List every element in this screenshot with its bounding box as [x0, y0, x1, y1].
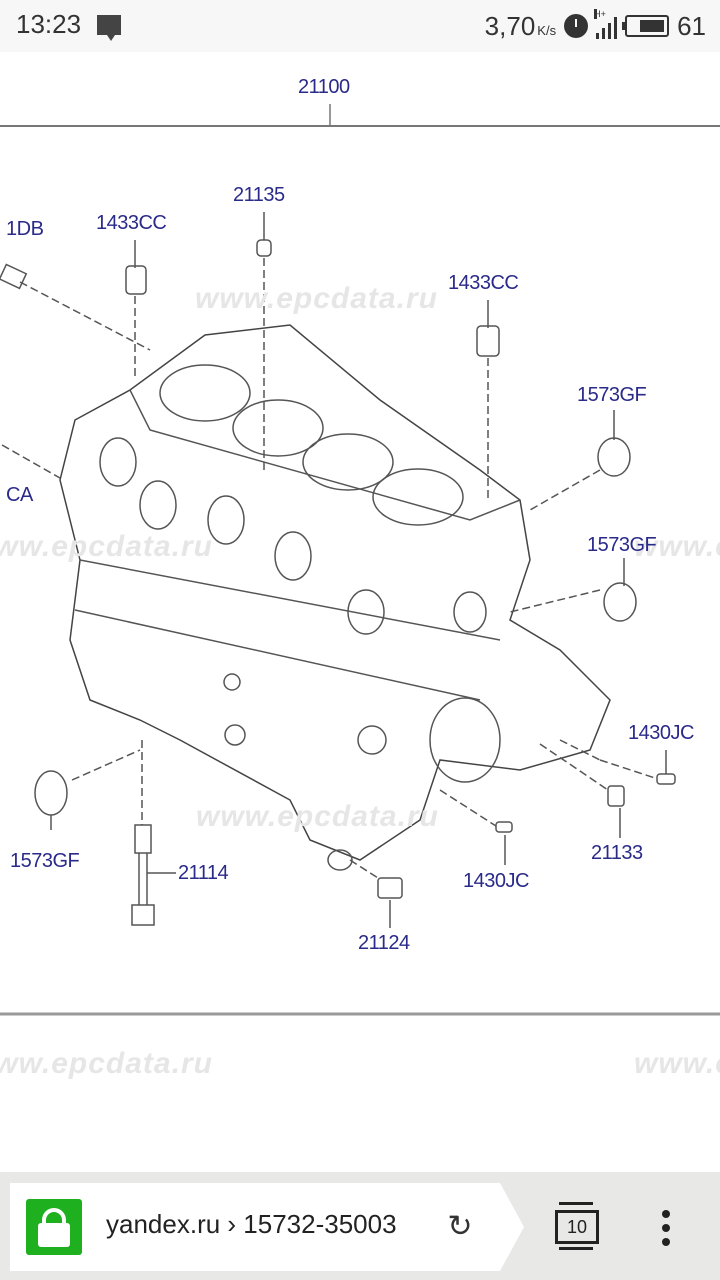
lock-icon[interactable] [26, 1199, 82, 1255]
part-label-1430jc[interactable]: 1430JC [463, 870, 529, 892]
parts-diagram[interactable]: www.epcdata.ru www.epcdata.ru www.epcdat… [0, 52, 720, 1172]
tabs-button[interactable]: 10 [553, 1202, 599, 1250]
watermark: www.epcdata.ru [0, 1047, 213, 1080]
status-time: 13:23 [16, 9, 82, 39]
part-label-1430jc[interactable]: 1430JC [628, 722, 694, 744]
part-label-21135[interactable]: 21135 [233, 184, 285, 206]
part-label-21124[interactable]: 21124 [358, 932, 410, 954]
part-label-1573gf[interactable]: 1573GF [10, 850, 80, 872]
part-label-1573gf[interactable]: 1573GF [587, 534, 657, 556]
browser-bottom-bar: yandex.ru › 15732-35003 ↻ [0, 1172, 720, 1280]
part-label-1433cc[interactable]: 1433CC [448, 272, 519, 294]
part-label-1433cc[interactable]: 1433CC [96, 212, 167, 234]
tab-count: 10 [555, 1210, 599, 1244]
part-label-1573gf[interactable]: 1573GF [577, 384, 647, 406]
message-icon [97, 15, 121, 41]
more-vert-icon[interactable] [656, 1207, 676, 1247]
battery-icon [622, 15, 670, 37]
watermark: www.epcdata.ru [634, 530, 720, 563]
address-bar[interactable]: yandex.ru › 15732-35003 ↻ [10, 1183, 524, 1271]
part-label-ca[interactable]: CA [6, 484, 33, 506]
watermark: www.epcdata.ru [196, 800, 439, 833]
part-label-1db[interactable]: 1DB [6, 218, 44, 240]
part-label-21100[interactable]: 21100 [298, 76, 350, 98]
battery-level: 61 [677, 10, 706, 41]
watermark: www.epcdata.ru [634, 1047, 720, 1080]
url-text[interactable]: yandex.ru › 15732-35003 [106, 1209, 397, 1239]
signal-icon: H+ [594, 9, 618, 39]
reload-icon[interactable]: ↻ [447, 1210, 473, 1243]
alarm-icon [564, 14, 589, 38]
watermark: www.epcdata.ru [0, 530, 213, 563]
engine-block-drawing [0, 104, 720, 1016]
watermark: www.epcdata.ru [195, 282, 438, 315]
part-label-21133[interactable]: 21133 [591, 842, 643, 864]
page-content: www.epcdata.ru www.epcdata.ru www.epcdat… [0, 52, 720, 1172]
part-label-21114[interactable]: 21114 [178, 862, 229, 884]
